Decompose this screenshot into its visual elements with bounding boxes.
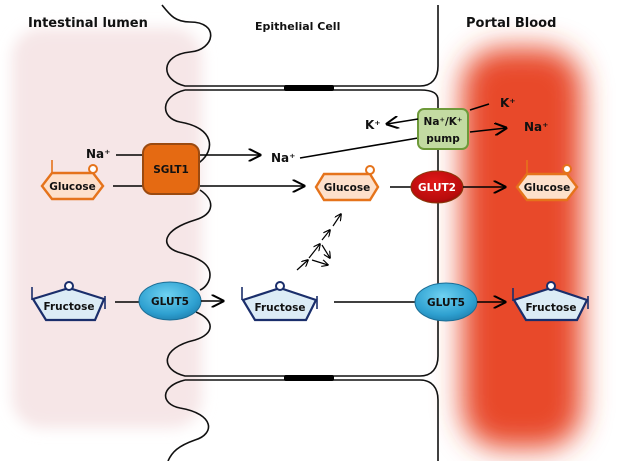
glut5-apical-transporter: GLUT5 bbox=[138, 281, 202, 321]
glut5-basolateral-label: GLUT5 bbox=[427, 297, 465, 309]
glut5-basolateral-transporter: GLUT5 bbox=[414, 282, 478, 322]
fructose-blood-label: Fructose bbox=[526, 302, 577, 314]
glucose-lumen: Glucose bbox=[40, 160, 105, 201]
portal-blood-label: Portal Blood bbox=[466, 16, 556, 31]
k-blood-label: K⁺ bbox=[500, 96, 516, 110]
sglt1-transporter: SGLT1 bbox=[142, 143, 200, 195]
glut2-label: GLUT2 bbox=[418, 182, 456, 194]
na-blood-label: Na⁺ bbox=[524, 120, 548, 134]
glucose-cell-label: Glucose bbox=[324, 182, 371, 194]
fructose-blood: Fructose bbox=[512, 281, 589, 322]
conversion-arrows bbox=[296, 214, 341, 271]
fructose-lumen: Fructose bbox=[31, 281, 106, 322]
glucose-lumen-label: Glucose bbox=[49, 181, 96, 193]
glut5-apical-label: GLUT5 bbox=[151, 296, 189, 308]
na-to-blood-arrow bbox=[469, 128, 506, 132]
top-cell-membrane bbox=[161, 4, 439, 87]
na-cell-label: Na⁺ bbox=[271, 151, 295, 165]
fructose-cell: Fructose bbox=[241, 281, 318, 322]
bottom-cell-membrane bbox=[164, 379, 439, 461]
k-into-cell-arrow bbox=[387, 119, 419, 124]
na-k-pump: Na⁺/K⁺ pump bbox=[417, 108, 469, 150]
epithelial-cell-label: Epithelial Cell bbox=[255, 20, 340, 33]
k-blood-line bbox=[469, 103, 490, 111]
tight-junction-bottom bbox=[284, 375, 334, 381]
glucose-blood: Glucose bbox=[515, 160, 579, 202]
glucose-blood-label: Glucose bbox=[524, 182, 571, 194]
sglt1-label: SGLT1 bbox=[153, 164, 189, 176]
glucose-cell: Glucose bbox=[314, 165, 380, 202]
na-lumen-label: Na⁺ bbox=[86, 147, 110, 161]
na-to-pump-line bbox=[299, 137, 419, 159]
fructose-lumen-label: Fructose bbox=[44, 301, 95, 313]
k-cell-label: K⁺ bbox=[365, 118, 381, 132]
intestinal-lumen-label: Intestinal lumen bbox=[28, 16, 148, 31]
pump-label-line2: pump bbox=[426, 133, 460, 145]
pump-label-line1: Na⁺/K⁺ bbox=[424, 116, 463, 128]
tight-junction-top bbox=[284, 85, 334, 91]
intestinal-lumen-background bbox=[12, 28, 202, 428]
portal-blood-background bbox=[462, 48, 582, 448]
cell-membranes bbox=[159, 4, 439, 461]
fructose-cell-label: Fructose bbox=[255, 302, 306, 314]
glut2-transporter: GLUT2 bbox=[410, 170, 464, 204]
